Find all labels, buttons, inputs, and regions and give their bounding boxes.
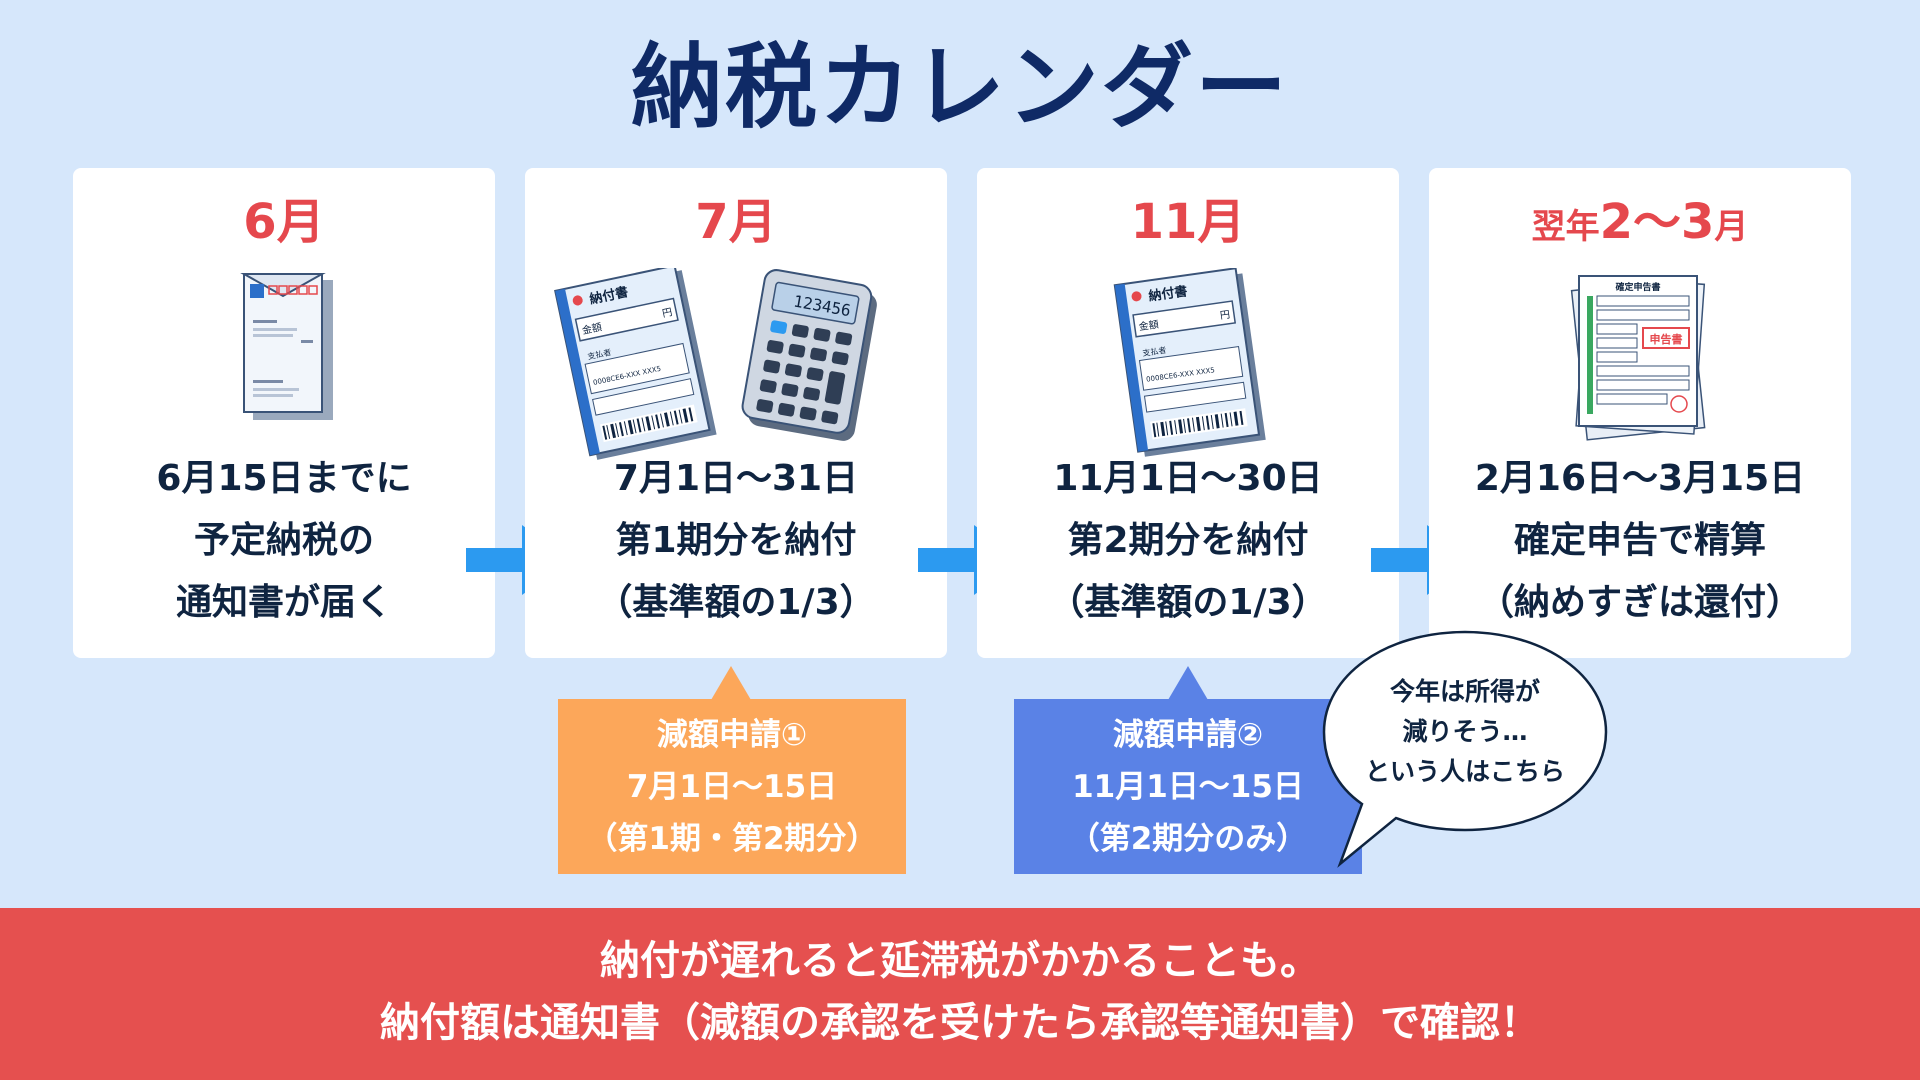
reduction-line: 減額申請② — [1112, 717, 1264, 753]
envelope-icon — [240, 273, 333, 420]
reduction-line: 減額申請① — [656, 717, 808, 753]
slip-payee-label: 支払者 — [1142, 345, 1167, 358]
step-card-july: 7月 納付書 金額 円 支払者 0008CE6-XXX XXX5 — [525, 168, 947, 658]
slip-amount-label: 金額 — [581, 320, 603, 337]
tax-return-form-icon: 確定申告書 申告書 — [1570, 275, 1706, 441]
slip-title: 納付書 — [588, 284, 629, 308]
step-month: 6月 — [243, 194, 325, 250]
bubble-line: 今年は所得が — [1389, 677, 1540, 706]
step-line: 第1期分を納付 — [615, 520, 857, 561]
step-line: （納めすぎは還付） — [1477, 582, 1802, 623]
step-card-next-year: 翌年2〜3月 確定申告書 申告書 2月16日〜3月15日 確定申告で精算 （納め… — [1429, 168, 1851, 658]
step-description: 6月15日までに 予定納税の 通知書が届く — [73, 448, 495, 634]
step-line: 第2期分を納付 — [1067, 520, 1309, 561]
step-line: （基準額の1/3） — [1048, 582, 1328, 623]
step-line: 通知書が届く — [175, 582, 392, 623]
slip-amount-label: 金額 — [1138, 318, 1160, 334]
step-line: 予定納税の — [193, 520, 374, 561]
step-line: 11月1日〜30日 — [1053, 458, 1323, 499]
step-card-november: 11月 納付書 金額 円 支払者 0008CE6-XXX XXX5 — [977, 168, 1399, 658]
step-month: 7月 — [695, 194, 777, 250]
footer-notice: 納付が遅れると延滞税がかかることも。 納付額は通知書（減額の承認を受けたら承認等… — [0, 908, 1920, 1080]
step-line: 2月16日〜3月15日 — [1474, 458, 1806, 499]
month-suffix: 月 — [1714, 207, 1749, 247]
footer-line: 納付が遅れると延滞税がかかることも。 — [600, 938, 1320, 984]
step-month: 翌年2〜3月 — [1429, 190, 1851, 259]
speech-bubble-text: 今年は所得が 減りそう… という人はこちら — [1330, 672, 1600, 792]
step-description: 2月16日〜3月15日 確定申告で精算 （納めすぎは還付） — [1429, 448, 1851, 634]
slip-yen-label: 円 — [661, 307, 673, 320]
step-line: 6月15日までに — [156, 458, 412, 499]
pointer-triangle — [1168, 666, 1208, 700]
bubble-line: 減りそう… — [1402, 717, 1528, 746]
reduction-request-1: 減額申請① 7月1日〜15日 （第1期・第2期分） — [558, 699, 906, 874]
month-prefix: 翌年 — [1531, 207, 1600, 247]
slip-payee-label: 支払者 — [587, 347, 613, 362]
reduction-request-2: 減額申請② 11月1日〜15日 （第2期分のみ） — [1014, 699, 1362, 874]
payment-slip-icon: 納付書 金額 円 支払者 0008CE6-XXX XXX5 — [1113, 268, 1266, 457]
step-line: （基準額の1/3） — [596, 582, 876, 623]
footer-line: 納付額は通知書（減額の承認を受けたら承認等通知書）で確認！ — [380, 1000, 1540, 1046]
pointer-triangle — [711, 666, 751, 700]
step-description: 11月1日〜30日 第2期分を納付 （基準額の1/3） — [977, 448, 1399, 634]
step-description: 7月1日〜31日 第1期分を納付 （基準額の1/3） — [525, 448, 947, 634]
month-main: 2〜3 — [1599, 194, 1715, 250]
step-card-june: 6月 6月15日までに 予定納税の 通知書が届く — [73, 168, 495, 658]
speech-bubble — [1322, 630, 1608, 868]
step-month: 11月 — [1130, 194, 1246, 250]
reduction-line: 7月1日〜15日 — [626, 769, 838, 805]
form-stamp: 申告書 — [1650, 332, 1683, 346]
reduction-line: （第2期分のみ） — [1068, 821, 1308, 857]
step-line: 確定申告で精算 — [1513, 520, 1766, 561]
form-title: 確定申告書 — [1615, 281, 1660, 293]
reduction-line: （第1期・第2期分） — [586, 821, 878, 857]
step-line: 7月1日〜31日 — [613, 458, 859, 499]
slip-title: 納付書 — [1148, 283, 1189, 304]
slip-yen-label: 円 — [1219, 310, 1230, 322]
payment-slip-and-calculator-icon: 納付書 金額 円 支払者 0008CE6-XXX XXX5 — [554, 268, 877, 460]
page-title: 納税カレンダー — [630, 34, 1289, 141]
reduction-line: 11月1日〜15日 — [1072, 769, 1304, 805]
bubble-line: という人はこちら — [1364, 757, 1565, 786]
